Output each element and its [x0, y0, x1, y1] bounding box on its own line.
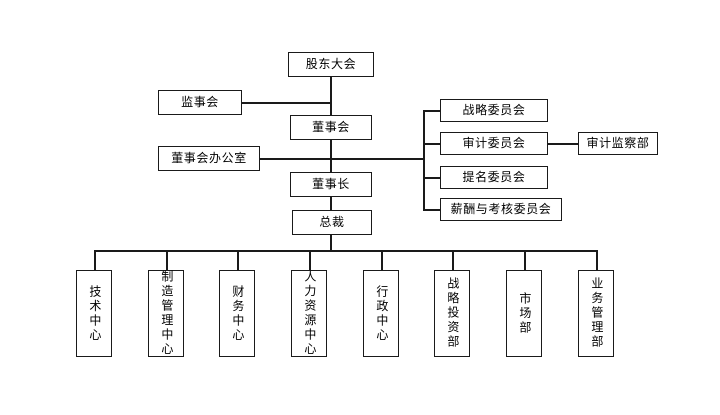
- connector-bus-to-department-1: [94, 250, 96, 270]
- node-label: 业务管理部: [589, 277, 604, 350]
- connector-office-to-spine: [258, 158, 331, 160]
- committee-bus: [423, 110, 425, 210]
- node-label: 董事长: [312, 176, 350, 191]
- node-department-1[interactable]: 技术中心: [76, 270, 112, 357]
- node-department-6[interactable]: 战略投资部: [434, 270, 470, 357]
- connector-chairman-to-president: [330, 196, 332, 211]
- node-label: 审计监察部: [586, 135, 650, 150]
- connector-bus-to-department-3: [237, 250, 239, 270]
- node-label: 财务中心: [230, 284, 245, 343]
- node-label: 行政中心: [374, 284, 389, 343]
- node-audit-supervision-dept[interactable]: 审计监察部: [578, 132, 658, 155]
- node-department-8[interactable]: 业务管理部: [578, 270, 614, 357]
- node-department-4[interactable]: 人力资源中心: [291, 270, 327, 357]
- node-label: 战略委员会: [462, 102, 526, 117]
- node-chairman[interactable]: 董事长: [290, 172, 372, 197]
- connector-shareholders-to-board: [330, 76, 332, 115]
- department-bus: [94, 250, 596, 252]
- node-audit-committee[interactable]: 审计委员会: [440, 132, 548, 155]
- node-label: 人力资源中心: [302, 270, 317, 357]
- connector-supervisors-to-spine: [240, 102, 331, 104]
- connector-bus-to-department-5: [381, 250, 383, 270]
- node-label: 战略投资部: [445, 277, 460, 350]
- node-strategy-committee[interactable]: 战略委员会: [440, 99, 548, 122]
- node-label: 审计委员会: [462, 135, 526, 150]
- connector-board-to-chairman: [330, 127, 332, 173]
- connector-spine-to-committee-bus: [330, 158, 424, 160]
- connector-bus-to-department-4: [309, 250, 311, 270]
- node-compensation-committee[interactable]: 薪酬与考核委员会: [440, 198, 562, 221]
- connector-bus-to-department-8: [596, 250, 598, 270]
- node-board-office[interactable]: 董事会办公室: [158, 146, 260, 171]
- node-label: 市场部: [517, 291, 532, 336]
- node-department-3[interactable]: 财务中心: [219, 270, 255, 357]
- connector-bus-to-nomination-committee: [423, 177, 441, 179]
- connector-audit-committee-to-audit-dept: [548, 143, 579, 145]
- node-label: 监事会: [181, 94, 219, 109]
- node-label: 股东大会: [305, 56, 357, 71]
- node-department-5[interactable]: 行政中心: [363, 270, 399, 357]
- node-board-of-supervisors[interactable]: 监事会: [158, 90, 242, 115]
- node-label: 提名委员会: [462, 169, 526, 184]
- node-label: 董事会: [312, 119, 350, 134]
- node-nomination-committee[interactable]: 提名委员会: [440, 166, 548, 189]
- connector-bus-to-department-2: [166, 250, 168, 270]
- node-department-7[interactable]: 市场部: [506, 270, 542, 357]
- connector-bus-to-audit-committee: [423, 143, 441, 145]
- connector-bus-to-compensation-committee: [423, 209, 441, 211]
- node-label: 制造管理中心: [159, 270, 174, 357]
- node-department-2[interactable]: 制造管理中心: [148, 270, 184, 357]
- node-board-of-directors[interactable]: 董事会: [290, 115, 372, 140]
- node-president[interactable]: 总裁: [292, 210, 372, 235]
- node-label: 总裁: [319, 214, 345, 229]
- connector-president-to-department-bus: [330, 234, 332, 251]
- node-shareholders-meeting[interactable]: 股东大会: [288, 52, 374, 77]
- node-label: 董事会办公室: [171, 150, 247, 165]
- node-label: 薪酬与考核委员会: [450, 201, 552, 216]
- connector-bus-to-strategy-committee: [423, 110, 441, 112]
- connector-bus-to-department-6: [452, 250, 454, 270]
- node-label: 技术中心: [87, 284, 102, 343]
- connector-bus-to-department-7: [524, 250, 526, 270]
